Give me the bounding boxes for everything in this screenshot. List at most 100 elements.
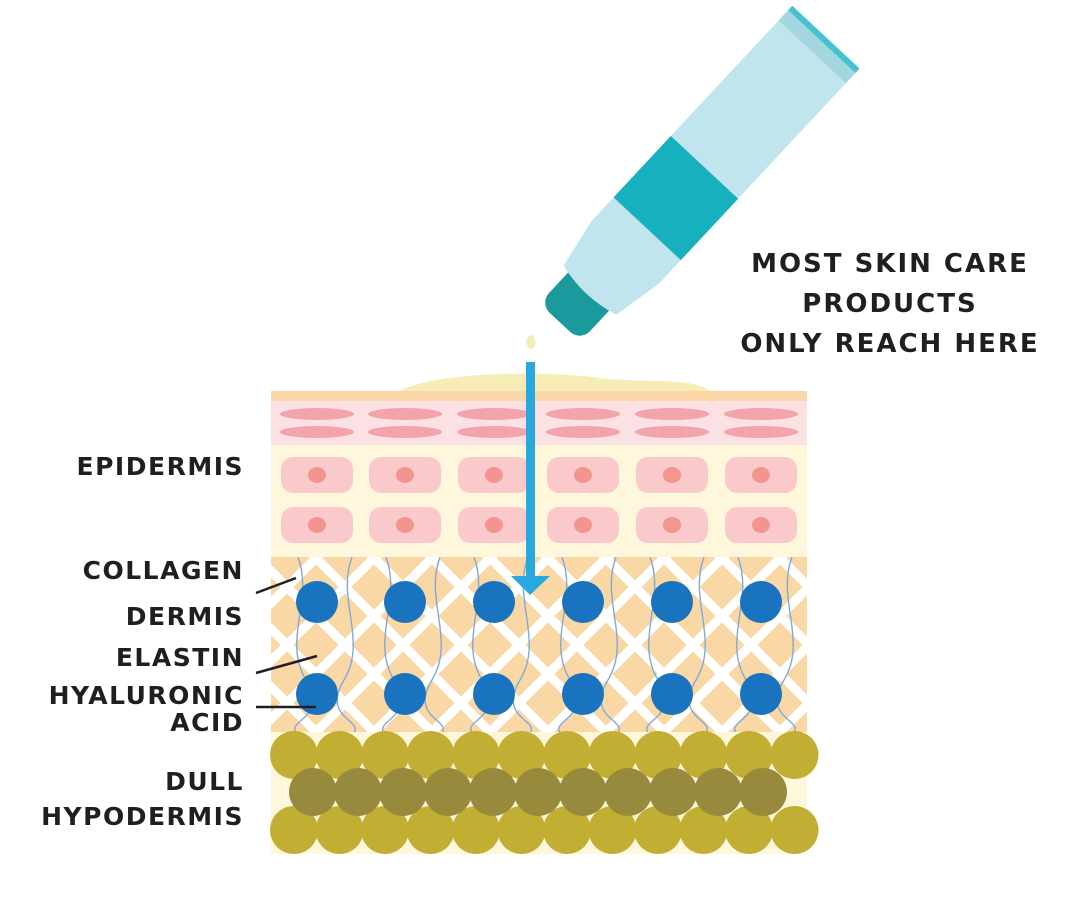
fat-cell [694,768,742,816]
fat-cell [634,806,682,854]
fat-cell [334,768,382,816]
elastin-fiber [424,557,444,732]
epidermis-label: EPIDERMIS [76,452,244,481]
elastin-label: ELASTIN [115,643,244,672]
collagen-fiber [820,540,1030,750]
fat-cell [270,731,318,779]
collagen-fiber [878,540,1080,750]
fat-cell [739,768,787,816]
hypodermis-fat-cells [270,731,819,854]
cell-nucleus [308,467,326,483]
epidermis-flat-cells [280,408,798,438]
elastin-fiber [776,557,796,732]
collagen-fiber [994,540,1080,750]
flat-cell [368,408,442,420]
collagen-fiber [425,557,614,732]
epidermis-outer-layer [271,401,807,445]
collagen-fiber [541,557,730,732]
fat-cell [543,806,591,854]
hyaluronic-acid-molecule [740,581,782,623]
collagen-fiber [271,557,324,610]
fat-cell [497,731,546,779]
callout-line-3: ONLY REACH HERE [740,329,1040,359]
epidermis-layer [271,445,807,557]
fat-cell [604,768,652,816]
skin-surface [271,391,807,401]
collagen-fiber [715,640,807,732]
hyaluronic-acid-molecule [384,581,426,623]
flat-cell [724,426,798,438]
fat-cell [406,731,455,779]
collagen-fiber [483,557,672,732]
fat-cell [559,768,607,816]
fat-cell [725,731,773,779]
cell-nucleus [396,517,414,533]
collagen-fiber [657,582,807,732]
fat-cell [725,806,773,854]
flat-cell [280,408,354,420]
collagen-label: COLLAGEN [82,556,244,585]
epidermis-cells [281,457,797,543]
fat-cell [289,768,337,816]
flat-cell [280,426,354,438]
collagen-leader-line [255,576,297,595]
collagen-fiber [936,540,1080,750]
hyaluronic-acid-molecule [473,673,515,715]
dermis-label: DERMIS [125,602,244,631]
flat-cell [457,408,531,420]
collagen-fiber [309,557,498,732]
fat-cell [361,731,409,779]
collagen-fiber [878,540,1080,750]
collagen-fiber [271,680,323,732]
fat-cell [497,806,546,854]
fat-cell [679,806,728,854]
cell-nucleus [574,517,592,533]
fat-cell [588,731,637,779]
hyaluronic-acid-molecule [651,673,693,715]
fat-cell [379,768,427,816]
cell-nucleus [752,517,770,533]
flat-cell [546,426,620,438]
collagen-fiber [820,540,1030,750]
callout-line-1: MOST SKIN CARE [751,249,1029,279]
hyaluronic-acid-molecule [651,581,693,623]
hyaluronic-acid-molecule [740,673,782,715]
collagen-fiber [936,540,1080,750]
product-droplet-icon [526,335,536,349]
hyaluronic-acid-molecule [296,581,338,623]
hyaluronic-acid-label-line1: HYALURONIC [48,681,244,710]
fat-cell [543,731,591,779]
elastin-leader-line [255,654,318,675]
fat-cell [469,768,517,816]
hyaluronic-acid-label-line2: ACID [170,708,244,737]
cell-nucleus [663,517,681,533]
fat-cell [315,806,364,854]
dull-label: DULL [165,767,244,796]
elastin-fiber [600,557,620,732]
cell-nucleus [663,467,681,483]
elastin-fiber [336,557,356,732]
collagen-fiber [271,557,440,726]
surface-product-mound [398,373,712,392]
hyaluronic-acid-molecule [562,581,604,623]
fat-cell [588,806,637,854]
collagen-fiber [772,557,807,592]
cell-nucleus [485,467,503,483]
cell-nucleus [752,467,770,483]
fat-cell [406,806,455,854]
fat-cell [270,806,318,854]
collagen-fiber [714,557,807,650]
collagen-fiber [599,557,788,732]
hyaluronic-acid-molecule [296,673,338,715]
fat-cell [424,768,472,816]
flat-cell [546,408,620,420]
fat-cell [452,806,500,854]
fat-cell [452,731,500,779]
product-reach-callout: MOST SKIN CARE PRODUCTS ONLY REACH HERE [710,244,1070,364]
fat-cell [634,731,682,779]
penetration-arrow-icon [511,362,550,595]
collagen-fiber [271,557,382,668]
collagen-fiber [994,540,1080,750]
fat-cell [679,731,728,779]
